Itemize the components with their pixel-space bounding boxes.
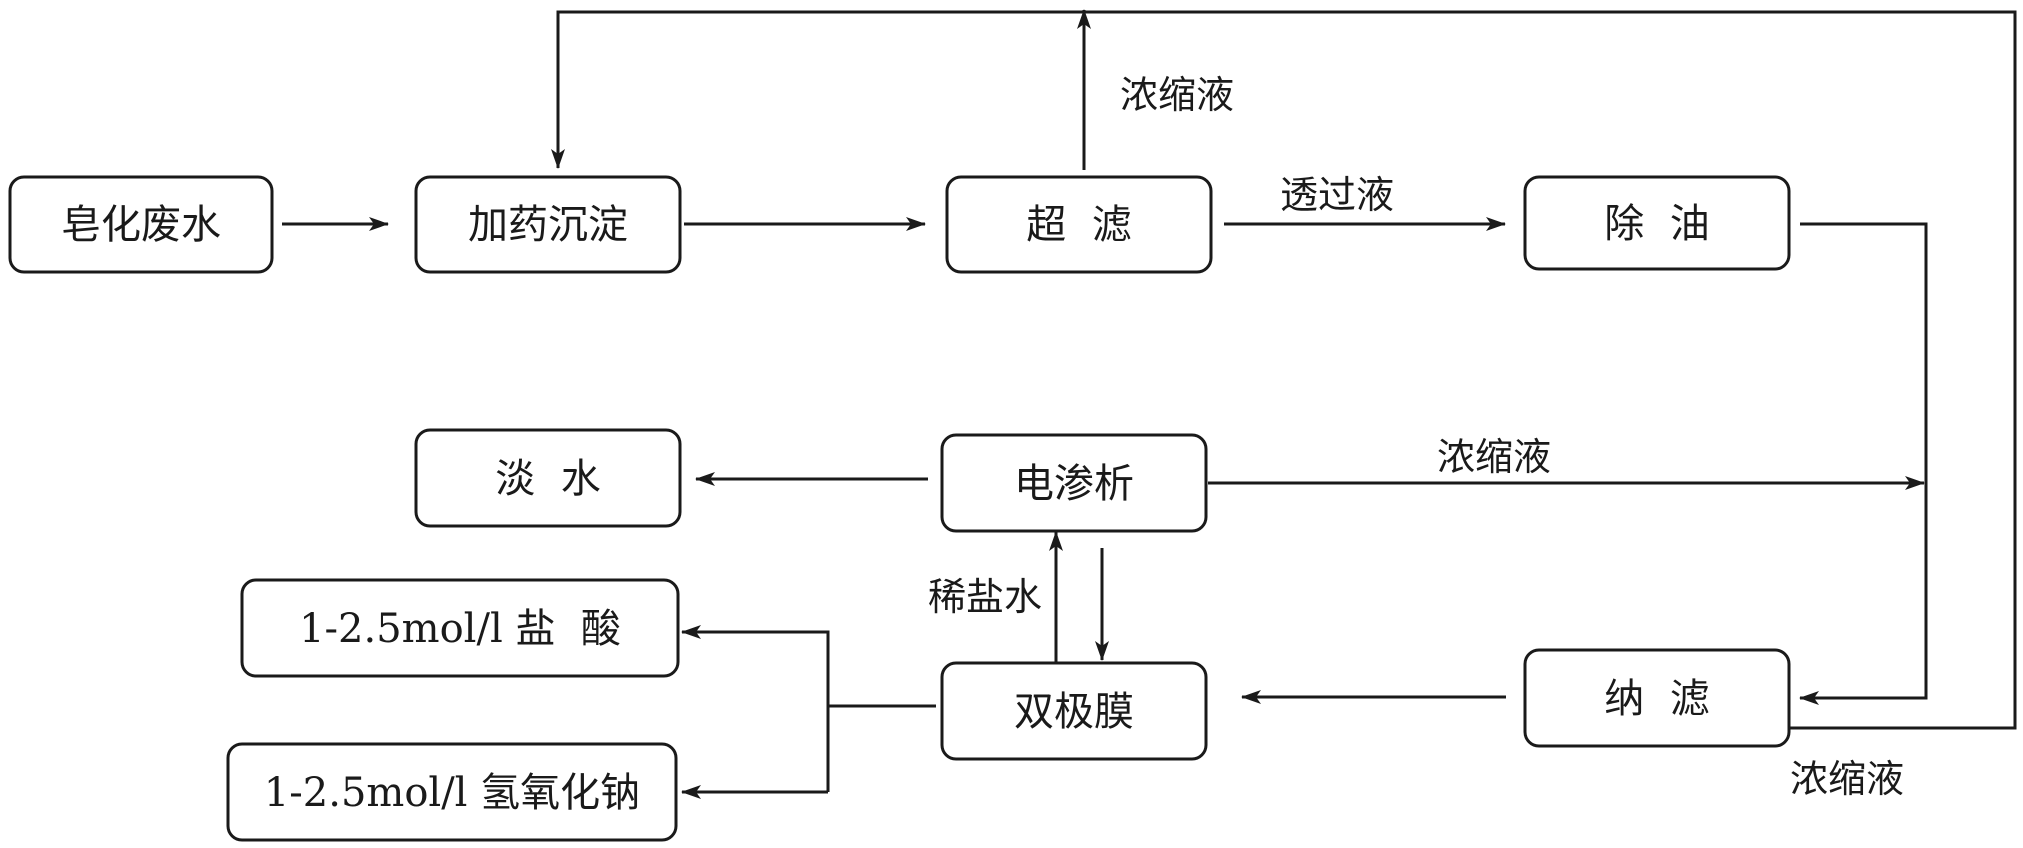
- arrow-to-hydrochloric-acid: [681, 625, 830, 792]
- arrow-oil-removal-to-nanofiltration: [1799, 222, 1928, 705]
- edge-label-uf-permeate: 透过液: [1280, 173, 1394, 217]
- edge-label-uf-concentrate: 浓缩液: [1120, 73, 1234, 117]
- edge-label-nf-concentrate: 浓缩液: [1790, 757, 1904, 801]
- node-label: 双极膜: [1014, 689, 1134, 735]
- node-label: 淡 水: [495, 456, 600, 502]
- node-label: 纳 滤: [1604, 676, 1709, 722]
- node-label: 加药沉淀: [468, 202, 628, 248]
- node-oil-removal: 除 油: [1523, 175, 1791, 271]
- node-label: 除 油: [1604, 201, 1709, 247]
- node-nanofiltration: 纳 滤: [1523, 648, 1791, 748]
- node-label: 电渗析: [1014, 461, 1134, 507]
- node-label: 皂化废水: [61, 202, 221, 248]
- node-fresh-water: 淡 水: [414, 428, 682, 528]
- node-sodium-hydroxide: 1-2.5mol/l 氢氧化钠: [226, 742, 678, 842]
- edge-label-dilute-brine: 稀盐水: [928, 575, 1042, 619]
- node-electrodialysis: 电渗析: [940, 433, 1208, 533]
- node-label: 1-2.5mol/l 盐 酸: [299, 606, 621, 652]
- node-saponification-wastewater: 皂化废水: [8, 175, 274, 274]
- node-ultrafiltration: 超 滤: [945, 175, 1213, 274]
- node-bipolar-membrane: 双极膜: [940, 661, 1208, 761]
- edge-label-ed-concentrate: 浓缩液: [1437, 435, 1551, 479]
- node-label: 超 滤: [1026, 202, 1131, 248]
- recycle-loop-line: [551, 10, 2017, 730]
- node-chemical-precipitation: 加药沉淀: [414, 175, 682, 274]
- node-label: 1-2.5mol/l 氢氧化钠: [264, 770, 640, 816]
- node-hydrochloric-acid: 1-2.5mol/l 盐 酸: [240, 578, 680, 678]
